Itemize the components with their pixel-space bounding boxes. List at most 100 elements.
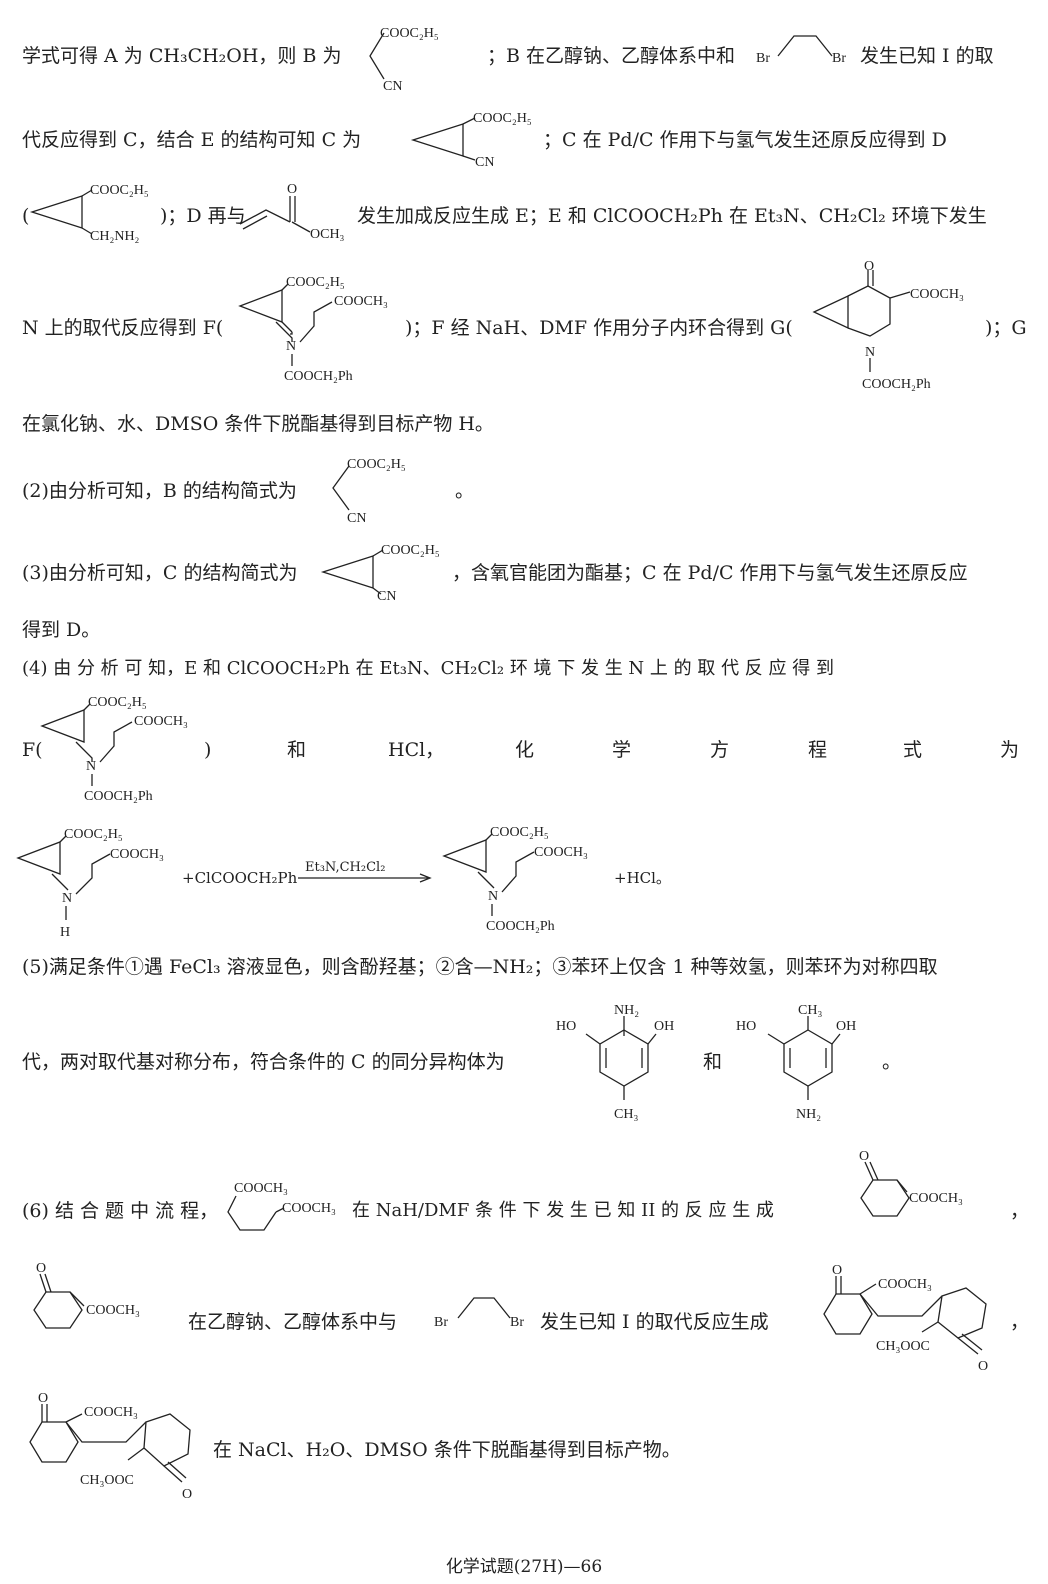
svg-text:COOCH₂Ph: COOCH₂Ph [862, 377, 931, 392]
para-3c: 得到 D。 [22, 619, 101, 641]
para-5d: 。 [882, 1051, 902, 1073]
svg-text:COOCH₃: COOCH₃ [909, 1191, 963, 1206]
dimer-2: O COOCH₃ CH₃OOC O [29, 1391, 192, 1502]
svg-text:COOCH₃: COOCH₃ [134, 714, 188, 729]
svg-text:CN: CN [347, 511, 366, 526]
svg-text:Br: Br [832, 51, 846, 66]
svg-text:OH: OH [836, 1019, 856, 1034]
para-2a: (2)由分析可知，B 的结构简式为 [22, 480, 297, 502]
line-3b: )；D 再与 [160, 205, 246, 227]
para-4f: 化 [515, 739, 535, 761]
svg-text:CN: CN [377, 589, 396, 604]
page-footer: 化学试题(27H)—66 [445, 1557, 603, 1577]
para-5b: 代，两对取代基对称分布，符合条件的 C 的同分异构体为 [22, 1051, 505, 1073]
svg-text:CN: CN [383, 79, 402, 94]
svg-text:N: N [865, 345, 875, 360]
svg-text:O: O [38, 1391, 48, 1406]
structure-b-1: COOC₂H₅ CN [369, 26, 439, 94]
para-2b: 。 [455, 480, 475, 502]
para-3b: ，含氧官能团为酯基；C 在 Pd/C 作用下与氢气发生还原反应 [452, 562, 968, 584]
line-2b: ；C 在 Pd/C 作用下与氢气发生还原反应得到 D [543, 129, 947, 151]
svg-text:CN: CN [475, 155, 494, 170]
svg-text:COOCH₃: COOCH₃ [84, 1405, 138, 1420]
para-6b: 在 NaH/DMF 条 件 下 发 生 已 知 II 的 反 应 生 成 [352, 1200, 774, 1221]
line-5: 在氯化钠、水、DMSO 条件下脱酯基得到目标产物 H。 [22, 413, 494, 435]
svg-text:COOCH₃: COOCH₃ [110, 847, 164, 862]
reaction-condition: Et₃N,CH₂Cl₂ [305, 860, 386, 875]
structure-c-2: COOC₂H₅ CN [320, 543, 440, 604]
line-3c: 发生加成反应生成 E；E 和 ClCOOCH₂Ph 在 Et₃N、CH₂Cl₂ … [357, 205, 987, 227]
methyl-acrylate: O OCH₃ [239, 182, 345, 242]
structure-f-3: COOC₂H₅ N COOCH₃ COOCH₂Ph [442, 825, 588, 934]
para-4k: 为 [1000, 739, 1020, 761]
para-3a: (3)由分析可知，C 的结构简式为 [22, 562, 298, 584]
svg-text:O: O [859, 1149, 869, 1164]
para-4g: 学 [612, 739, 632, 761]
svg-text:CH₃: CH₃ [798, 1003, 822, 1018]
svg-text:COOCH₃: COOCH₃ [282, 1201, 336, 1216]
svg-text:COOCH₂Ph: COOCH₂Ph [284, 369, 353, 384]
svg-text:H: H [60, 925, 70, 940]
keto-ester-1: O COOCH₃ COOCH₃ [859, 1149, 963, 1217]
svg-text:O: O [36, 1261, 46, 1276]
line-4b: )；F 经 NaH、DMF 作用分子内环合得到 G( [405, 317, 793, 339]
svg-text:OH: OH [654, 1019, 674, 1034]
svg-text:COOCH₃: COOCH₃ [534, 845, 588, 860]
svg-text:CH₃OOC: CH₃OOC [80, 1473, 134, 1488]
dimer-1: O COOCH₃ CH₃OOC O [823, 1263, 988, 1374]
para-6a: (6) 结 合 题 中 流 程， [22, 1200, 219, 1222]
svg-text:Br: Br [756, 51, 770, 66]
svg-text:COOCH₃: COOCH₃ [910, 287, 964, 302]
line-4a: N 上的取代反应得到 F( [22, 317, 224, 339]
svg-text:CH₃: CH₃ [614, 1107, 638, 1122]
svg-text:O: O [978, 1359, 988, 1374]
svg-text:N: N [86, 759, 96, 774]
dibromoethane-1: Br Br [756, 35, 846, 66]
para-5a: (5)满足条件①遇 FeCl₃ 溶液显色，则含酚羟基；②含—NH₂；③苯环上仅含… [22, 956, 938, 978]
para-6e: 发生已知 I 的取代反应生成 [540, 1311, 769, 1333]
svg-text:N: N [286, 339, 296, 354]
isomer-1: HO NH₂ OH CH₃ [556, 1003, 674, 1122]
reaction-arrow [298, 873, 432, 883]
svg-text:COOC₂H₅: COOC₂H₅ [286, 275, 345, 290]
para-4d: 和 [287, 739, 307, 761]
para-4e: HCl， [388, 739, 445, 761]
svg-text:OCH₃: OCH₃ [310, 227, 345, 242]
line-3a: ( [22, 205, 30, 227]
para-4j: 式 [903, 739, 923, 761]
structure-c-1: COOC₂H₅ CN [410, 111, 532, 170]
svg-text:COOC₂H₅: COOC₂H₅ [64, 827, 123, 842]
structure-b-2: COOC₂H₅ CN [332, 457, 406, 526]
svg-text:COOC₂H₅: COOC₂H₅ [88, 695, 147, 710]
svg-text:CH₂NH₂: CH₂NH₂ [90, 229, 140, 244]
svg-text:COOC₂H₅: COOC₂H₅ [90, 183, 149, 198]
keto-ester-2: O COOCH₃ [33, 1261, 140, 1329]
para-6d: 在乙醇钠、乙醇体系中与 [188, 1311, 398, 1333]
structure-e: COOC₂H₅ N COOCH₃ H [16, 827, 164, 940]
structure-f-2: COOC₂H₅ N COOCH₃ COOCH₂Ph [40, 695, 188, 804]
isomer-2: HO CH₃ OH NH₂ [736, 1003, 856, 1122]
svg-text:HO: HO [736, 1019, 756, 1034]
svg-text:COOC₂H₅: COOC₂H₅ [473, 111, 532, 126]
svg-text:Br: Br [434, 1315, 448, 1330]
svg-text:O: O [287, 182, 297, 197]
svg-text:COOCH₃: COOCH₃ [334, 294, 388, 309]
svg-text:CH₃OOC: CH₃OOC [876, 1339, 930, 1354]
structure-d: COOC₂H₅ CH₂NH₂ [29, 183, 149, 244]
para-4i: 程 [808, 739, 828, 761]
svg-text:N: N [488, 889, 498, 904]
svg-text:O: O [182, 1487, 192, 1502]
structure-g: O COOCH₃ N COOCH₂Ph [812, 259, 964, 392]
para-4c: ) [204, 739, 212, 761]
svg-text:COOC₂H₅: COOC₂H₅ [380, 26, 439, 41]
equation-plus-reagent: +ClCOOCH₂Ph [182, 869, 298, 887]
para-6c: ， [1010, 1200, 1030, 1222]
line-4c: )；G [985, 317, 1027, 339]
svg-text:NH₂: NH₂ [796, 1107, 821, 1122]
svg-text:COOCH₃: COOCH₃ [234, 1181, 288, 1196]
para-4b: F( [22, 739, 43, 761]
dibromoethane-2: Br Br [434, 1297, 524, 1330]
svg-text:COOCH₃: COOCH₃ [86, 1303, 140, 1318]
dimethyl-adipate: COOCH₃ COOCH₃ [227, 1181, 336, 1231]
svg-text:COOC₂H₅: COOC₂H₅ [347, 457, 406, 472]
